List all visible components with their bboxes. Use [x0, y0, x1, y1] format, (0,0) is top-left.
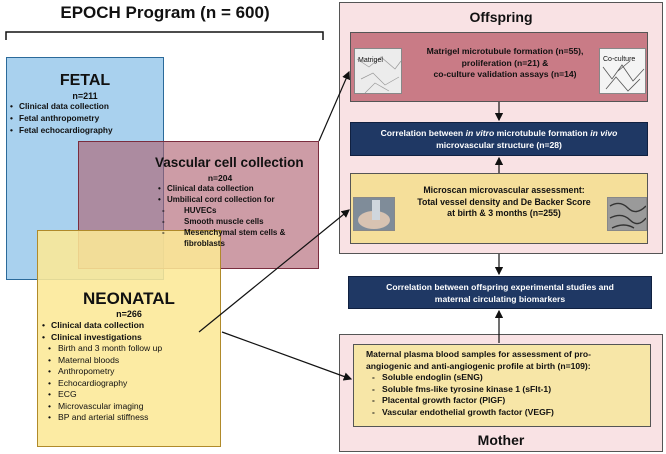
neonatal-subitem: Anthropometry: [42, 366, 220, 378]
microscan-line: Microscan microvascular assessment:: [423, 185, 585, 195]
neonatal-item: Clinical data collection: [42, 320, 220, 332]
fetal-item: Fetal anthropometry: [10, 112, 160, 124]
neonatal-list: Clinical data collection Clinical invest…: [42, 320, 220, 424]
vascular-title: Vascular cell collection: [155, 155, 304, 170]
fetal-item: Fetal echocardiography: [10, 124, 160, 136]
correlation1-text-d: in vivo: [590, 128, 618, 138]
vascular-item: Clinical data collection: [158, 183, 318, 194]
biomarker-item: Soluble fms-like tyrosine kinase 1 (sFlt…: [370, 384, 648, 396]
vascular-subitem: Smooth muscle cells: [160, 216, 318, 227]
biomarker-item: Vascular endothelial growth factor (VEGF…: [370, 407, 648, 419]
neonatal-title: NEONATAL: [83, 289, 175, 308]
vascular-list: Clinical data collection Umbilical cord …: [158, 183, 318, 249]
microscan-box: [350, 173, 648, 244]
microscan-text: Microscan microvascular assessment: Tota…: [400, 185, 608, 220]
correlation1-line2: microvascular structure (n=28): [436, 139, 562, 150]
in-vitro-correlation-box: Correlation between in vitro microtubule…: [350, 122, 648, 156]
correlation1-line1: Correlation between in vitro microtubule…: [351, 128, 647, 140]
fetal-count: n=211: [72, 91, 98, 101]
matrigel-image-label: Matrigel: [358, 57, 383, 64]
correlation2-line: maternal circulating biomarkers: [434, 293, 566, 304]
coculture-image-label: Co-culture: [603, 56, 636, 63]
microscan-photo: [353, 197, 395, 231]
vascular-subitem: HUVECs: [160, 205, 318, 216]
plasma-intro-line: Maternal plasma blood samples for assess…: [366, 349, 591, 359]
vascular-subitem: Mesenchymal stem cells & fibroblasts: [160, 227, 296, 249]
correlation1-text-c: microtubule formation: [494, 128, 591, 138]
fetal-item: Clinical data collection: [10, 100, 160, 112]
matrigel-line: Matrigel microtubule formation (n=55),: [426, 46, 584, 56]
vascular-item: Umbilical cord collection for: [158, 194, 318, 205]
mother-label: Mother: [477, 432, 525, 448]
fetal-title: FETAL: [59, 72, 111, 89]
matrigel-text: Matrigel microtubule formation (n=55), p…: [402, 46, 608, 81]
neonatal-count: n=266: [116, 309, 142, 319]
fetal-list: Clinical data collection Fetal anthropom…: [10, 100, 160, 136]
neonatal-subitem: ECG: [42, 389, 220, 401]
program-bracket: [5, 31, 324, 40]
correlation1-text-a: Correlation between: [380, 128, 466, 138]
correlation1-text-b: in vitro: [465, 128, 495, 138]
neonatal-subitem: BP and arterial stiffness: [42, 412, 220, 424]
arrow-neonatal-to-mother: [221, 331, 353, 381]
correlation2-line: Correlation between offspring experiment…: [386, 282, 614, 292]
neonatal-subitem: Microvascular imaging: [42, 401, 220, 413]
arrow-neonatal-to-microscan: [198, 209, 350, 333]
matrigel-line: co-culture validation assays (n=14): [433, 69, 577, 79]
biomarker-item: Placental growth factor (PlGF): [370, 395, 648, 407]
arrow-vascular-to-matrigel: [318, 70, 350, 142]
neonatal-subitem: Echocardiography: [42, 378, 220, 390]
microscan-line: at birth & 3 months (n=255): [447, 208, 561, 218]
plasma-intro-line: angiogenic and anti-angiogenic profile a…: [366, 360, 591, 371]
maternal-plasma-intro: Maternal plasma blood samples for assess…: [366, 349, 646, 372]
matrigel-image: [354, 48, 402, 94]
microscan-line: Total vessel density and De Backer Score: [417, 196, 591, 207]
offspring-label: Offspring: [469, 9, 533, 25]
microvessel-image: [607, 197, 647, 231]
neonatal-item: Clinical investigations: [42, 332, 220, 344]
matrigel-line: proliferation (n=21) &: [461, 57, 549, 68]
vascular-count: n=204: [207, 173, 233, 183]
neonatal-subitem: Birth and 3 month follow up: [42, 343, 168, 355]
biomarker-item: Soluble endoglin (sENG): [370, 372, 648, 384]
maternal-correlation-box: Correlation between offspring experiment…: [348, 276, 652, 309]
neonatal-subitem: Maternal bloods: [42, 355, 220, 367]
maternal-biomarker-list: Soluble endoglin (sENG) Soluble fms-like…: [370, 372, 648, 418]
coculture-image: [599, 48, 646, 94]
program-title: EPOCH Program (n = 600): [60, 3, 270, 22]
